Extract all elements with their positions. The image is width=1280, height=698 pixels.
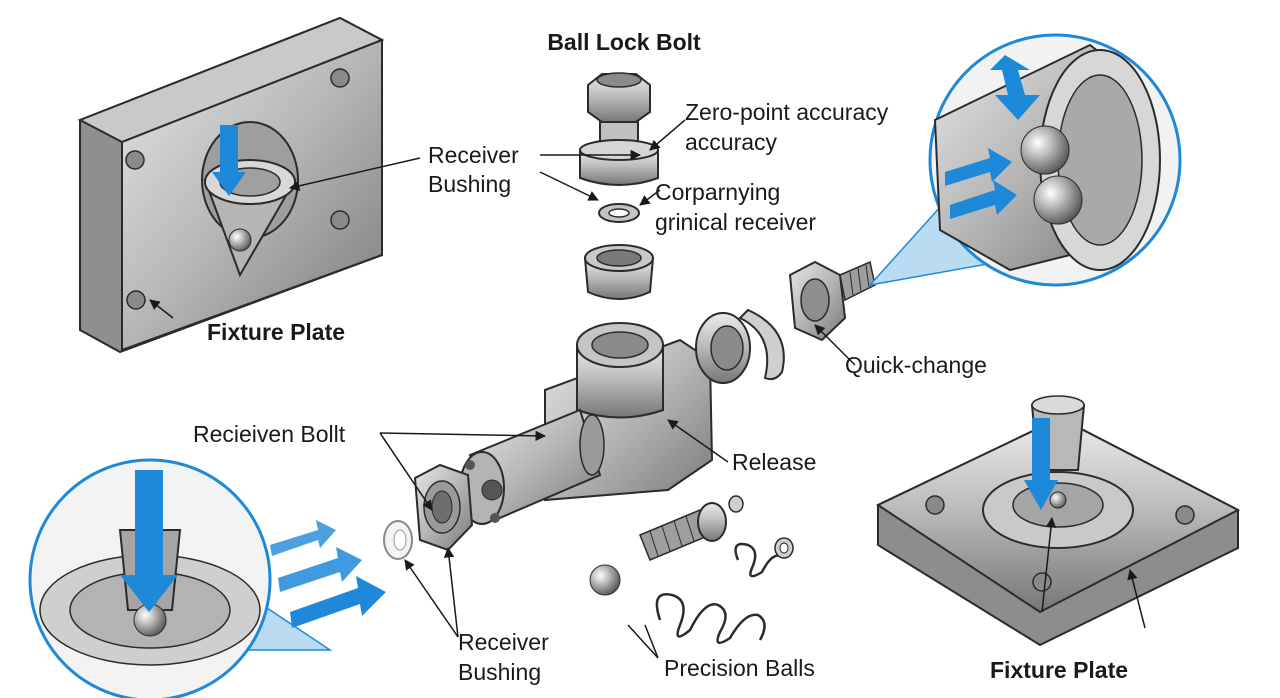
quick-change-parts <box>695 260 876 384</box>
bottom-left-magnified-callout <box>28 458 386 698</box>
label-fixture-plate-bottom: Fixture Plate <box>990 657 1128 683</box>
label-recieiven-bollt: Recieiven Bollt <box>193 421 346 447</box>
label-corparnying-line-2: grinical receiver <box>655 209 816 235</box>
hex-nut-bottom <box>383 463 474 560</box>
diagram-title: Ball Lock Bolt <box>547 29 701 55</box>
fixture-plate-top-illustration <box>77 16 385 354</box>
label-precision-balls: Precision Balls <box>664 655 815 681</box>
label-receiver-bushing-bottom-line-2: Bushing <box>458 659 541 685</box>
leader-lines <box>149 119 1146 659</box>
label-receiver-bushing-bottom-line-1: Receiver <box>458 629 549 655</box>
center-housing <box>459 322 714 525</box>
label-zero-point-line-2: accuracy <box>685 129 778 155</box>
label-receiver-bushing-top: Receiver Bushing <box>428 142 525 197</box>
label-receiver-bushing-top-text: Receiver <box>428 142 519 168</box>
label-zero-point-line-1: Zero-point accuracy <box>685 99 889 125</box>
label-corparnying: Corparnying grinical receiver <box>655 179 816 235</box>
label-receiver-bushing-top-line-2: Bushing <box>428 171 511 197</box>
ball-lock-bolt-stack <box>579 72 659 300</box>
label-quick-change: Quick-change <box>845 352 987 378</box>
fixture-plate-bottom-illustration <box>875 395 1241 647</box>
label-fixture-plate-top: Fixture Plate <box>207 319 345 345</box>
label-corparnying-line-1: Corparnying <box>655 179 780 205</box>
top-right-magnified-callout <box>867 33 1182 287</box>
bottom-center-parts <box>589 495 794 645</box>
label-zero-point: Zero-point accuracy accuracy <box>685 99 889 155</box>
label-release: Release <box>732 449 816 475</box>
